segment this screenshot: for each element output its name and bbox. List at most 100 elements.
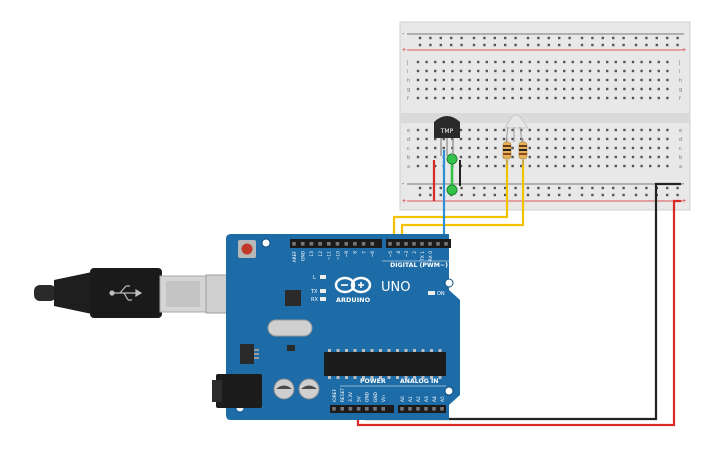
breadboard-hole[interactable] [537, 69, 540, 73]
rail-hole[interactable] [580, 43, 584, 47]
breadboard-hole[interactable] [649, 69, 652, 73]
breadboard-hole[interactable] [511, 155, 514, 159]
breadboard-hole[interactable] [434, 87, 437, 91]
breadboard-hole[interactable] [528, 78, 531, 82]
breadboard-hole[interactable] [528, 155, 531, 159]
breadboard-hole[interactable] [434, 155, 437, 159]
breadboard-hole[interactable] [554, 87, 557, 91]
rail-hole[interactable] [601, 193, 604, 197]
breadboard-hole[interactable] [657, 60, 660, 64]
breadboard-hole[interactable] [631, 128, 635, 132]
resistor-2[interactable] [518, 138, 528, 165]
breadboard-hole[interactable] [614, 146, 617, 150]
breadboard-hole[interactable] [545, 146, 549, 150]
digital-pin-2[interactable] [309, 242, 314, 246]
digital-pin-6[interactable] [344, 242, 348, 246]
rgb-led[interactable] [504, 114, 529, 143]
breadboard-hole[interactable] [520, 96, 523, 100]
rail-hole[interactable] [472, 43, 476, 47]
resistor-1[interactable] [502, 138, 512, 165]
breadboard-hole[interactable] [477, 60, 480, 64]
digital-pin-extra[interactable] [444, 242, 448, 246]
rail-hole[interactable] [634, 193, 638, 197]
breadboard-hole[interactable] [485, 96, 488, 100]
breadboard-hole[interactable] [554, 164, 557, 168]
breadboard-hole[interactable] [588, 137, 592, 141]
breadboard-hole[interactable] [502, 137, 506, 141]
breadboard-hole[interactable] [537, 78, 540, 82]
breadboard-hole[interactable] [554, 155, 557, 159]
breadboard-hole[interactable] [485, 78, 488, 82]
breadboard-hole[interactable] [425, 96, 428, 100]
breadboard-hole[interactable] [520, 164, 523, 168]
rail-hole[interactable] [504, 36, 507, 40]
breadboard-hole[interactable] [416, 137, 420, 141]
rail-hole[interactable] [483, 43, 486, 47]
rail-hole[interactable] [601, 43, 604, 47]
power-pin-2[interactable] [348, 407, 353, 411]
rail-hole[interactable] [634, 43, 638, 47]
breadboard-hole[interactable] [640, 60, 643, 64]
rail-hole[interactable] [591, 193, 594, 197]
breadboard-hole[interactable] [468, 137, 471, 141]
rail-hole[interactable] [666, 193, 669, 197]
rail-hole[interactable] [439, 186, 442, 190]
power-pin-1[interactable] [340, 407, 344, 411]
breadboard-hole[interactable] [597, 155, 600, 159]
breadboard-hole[interactable] [459, 137, 463, 141]
breadboard-hole[interactable] [468, 128, 471, 132]
breadboard-hole[interactable] [442, 78, 445, 82]
breadboard-hole[interactable] [468, 155, 471, 159]
breadboard-hole[interactable] [545, 128, 549, 132]
breadboard-hole[interactable] [528, 137, 531, 141]
breadboard-hole[interactable] [416, 164, 420, 168]
breadboard-hole[interactable] [477, 128, 480, 132]
breadboard-hole[interactable] [571, 60, 574, 64]
breadboard-hole[interactable] [563, 146, 566, 150]
breadboard-hole[interactable] [459, 69, 463, 73]
breadboard-hole[interactable] [640, 78, 643, 82]
breadboard-hole[interactable] [580, 155, 583, 159]
breadboard-hole[interactable] [606, 87, 609, 91]
rail-hole[interactable] [666, 43, 669, 47]
power-header-pins[interactable] [332, 407, 444, 411]
rail-hole[interactable] [537, 193, 540, 197]
rail-hole[interactable] [666, 186, 669, 190]
digital-pin-1[interactable] [300, 242, 305, 246]
breadboard-hole[interactable] [502, 128, 506, 132]
usb-cable[interactable] [34, 268, 237, 318]
breadboard-hole[interactable] [494, 60, 497, 64]
breadboard-hole[interactable] [614, 96, 617, 100]
breadboard-hole[interactable] [657, 78, 660, 82]
breadboard-hole[interactable] [571, 96, 574, 100]
breadboard-hole[interactable] [554, 146, 557, 150]
breadboard-hole[interactable] [614, 78, 617, 82]
power-pin-0[interactable] [332, 407, 336, 411]
breadboard-hole[interactable] [511, 164, 514, 168]
digital-pin-7[interactable] [353, 242, 357, 246]
breadboard-hole[interactable] [649, 78, 652, 82]
breadboard-hole[interactable] [537, 155, 540, 159]
digital-pin-0[interactable] [292, 242, 296, 246]
rail-hole[interactable] [460, 193, 463, 197]
breadboard-hole[interactable] [434, 146, 437, 150]
breadboard-hole[interactable] [666, 164, 669, 168]
breadboard-hole[interactable] [666, 137, 669, 141]
breadboard-hole[interactable] [563, 155, 566, 159]
rail-hole[interactable] [666, 36, 669, 40]
rail-hole[interactable] [429, 186, 432, 190]
digital-pin-8[interactable] [361, 242, 366, 246]
breadboard-hole[interactable] [537, 137, 540, 141]
breadboard-hole[interactable] [425, 146, 428, 150]
breadboard-hole[interactable] [459, 96, 463, 100]
breadboard-hole[interactable] [666, 155, 669, 159]
breadboard-hole[interactable] [623, 128, 626, 132]
breadboard-hole[interactable] [666, 87, 669, 91]
breadboard-hole[interactable] [649, 87, 652, 91]
rail-hole[interactable] [526, 193, 530, 197]
breadboard-hole[interactable] [614, 69, 617, 73]
breadboard-hole[interactable] [649, 128, 652, 132]
breadboard-hole[interactable] [537, 164, 540, 168]
breadboard-hole[interactable] [442, 96, 445, 100]
